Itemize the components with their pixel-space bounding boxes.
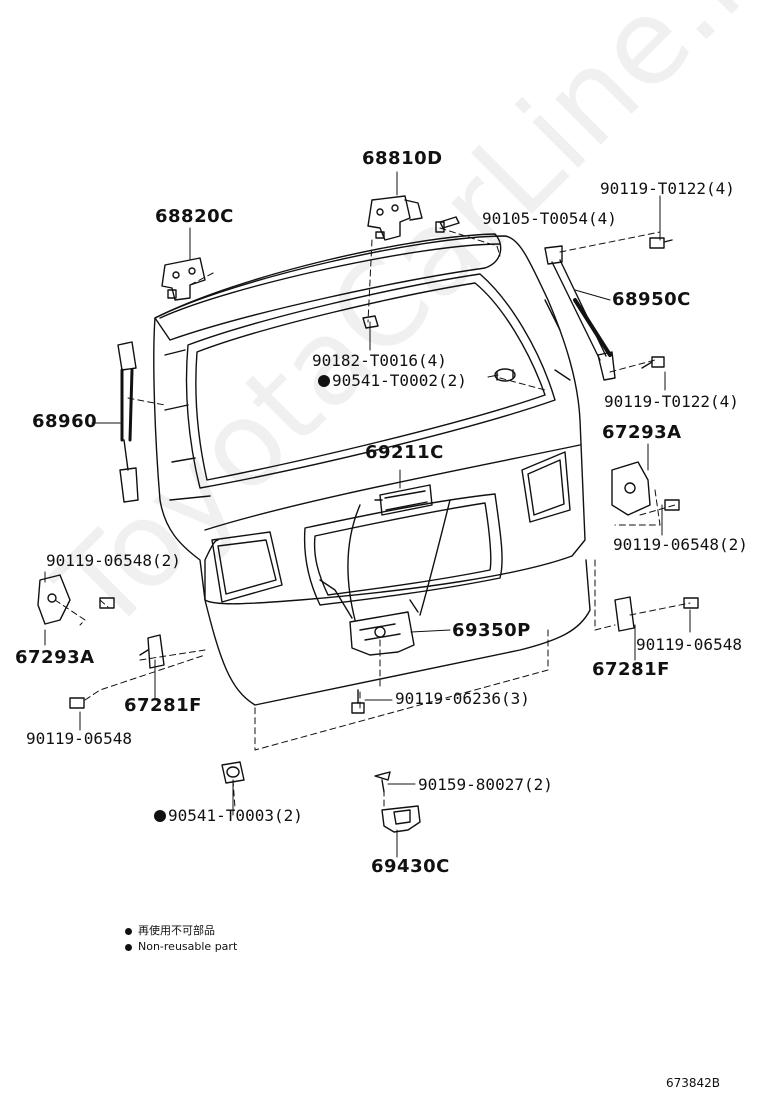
label-67281F-right: 67281F: [592, 659, 670, 680]
figure-id: 673842B: [666, 1076, 721, 1090]
bolt-90105-icon: [435, 216, 460, 233]
label-69350P: 69350P: [452, 620, 531, 641]
bolt-90119-T0122-bottom-icon: [641, 356, 665, 369]
rear-window: [185, 273, 556, 489]
label-68820C: 68820C: [155, 206, 234, 227]
gas-strut-68950C-icon: [544, 245, 616, 381]
label-90119-06548-2-left: 90119-06548(2): [46, 551, 181, 570]
hinge-68820C-icon: [161, 257, 206, 301]
left-side-window: [211, 531, 283, 603]
legend-dot-icon: [125, 943, 132, 951]
cushion-67281F-right-icon: [614, 596, 635, 632]
label-69430C: 69430C: [371, 856, 450, 877]
legend-dot-icon: [125, 927, 132, 935]
gas-strut-68960-icon: [117, 341, 139, 503]
non-reusable-dot-icon: [318, 375, 330, 387]
cushion-67281F-left-icon: [139, 634, 165, 669]
label-90119-06548-right: 90119-06548: [636, 635, 742, 654]
non-reusable-dot-icon: [154, 810, 166, 822]
bolt-90119-T0122-top-icon: [649, 237, 673, 249]
bracket-67293A-right-icon: [611, 461, 651, 516]
label-90182: 90182-T0016(4): [312, 351, 447, 370]
label-90541-T0002: 90541-T0002(2): [318, 372, 467, 390]
label-67281F-left: 67281F: [124, 695, 202, 716]
label-90159: 90159-80027(2): [418, 775, 553, 794]
label-90105: 90105-T0054(4): [482, 209, 617, 228]
cushion-90541-T0003-icon: [221, 761, 245, 784]
label-68810D: 68810D: [362, 148, 443, 169]
plate-recess: [303, 493, 503, 606]
switch-69211C-icon: [374, 484, 433, 516]
label-68950C: 68950C: [612, 289, 691, 310]
legend-text-english: Non-reusable part: [138, 940, 238, 953]
legend-text-japanese: 再使用不可部品: [138, 924, 215, 937]
bolt-90119-06548-right-icon: [664, 499, 680, 511]
legend-line-english: Non-reusable part: [125, 940, 237, 953]
label-90541-T0002-text: 90541-T0002(2): [332, 371, 467, 390]
leader-lines: [54, 227, 691, 811]
label-90119-06236: 90119-06236(3): [395, 689, 530, 708]
cushion-90541-T0002-icon: [494, 368, 516, 382]
bolt-90119-06548-single-left-icon: [69, 697, 85, 709]
label-90541-T0003-text: 90541-T0003(2): [168, 806, 303, 825]
label-90119-06548-2-right: 90119-06548(2): [613, 535, 748, 554]
label-90119-T0122-top: 90119-T0122(4): [600, 179, 735, 198]
lock-69350P-icon: [319, 499, 451, 656]
label-67293A-right: 67293A: [602, 422, 682, 443]
hinge-68810D-icon: [367, 195, 423, 241]
screw-90159-icon: [374, 771, 391, 793]
legend-line-japanese: 再使用不可部品: [125, 922, 215, 938]
label-69211C: 69211C: [365, 442, 444, 463]
bolt-90119-06548-left-icon: [99, 597, 115, 609]
right-side-window: [521, 451, 571, 523]
screw-90119-06236-icon: [351, 689, 365, 714]
label-67293A-left: 67293A: [15, 647, 95, 668]
bushing-90182-icon: [362, 315, 379, 329]
bracket-67293A-left-icon: [37, 574, 71, 625]
label-90119-06548-left: 90119-06548: [26, 729, 132, 748]
back-door-panel: [153, 233, 591, 706]
striker-69430C-icon: [381, 805, 421, 833]
label-90541-T0003: 90541-T0003(2): [154, 807, 303, 825]
label-68960: 68960: [32, 411, 98, 432]
label-90119-T0122-bottom: 90119-T0122(4): [604, 392, 739, 411]
bolt-90119-06548-single-right-icon: [683, 597, 699, 609]
